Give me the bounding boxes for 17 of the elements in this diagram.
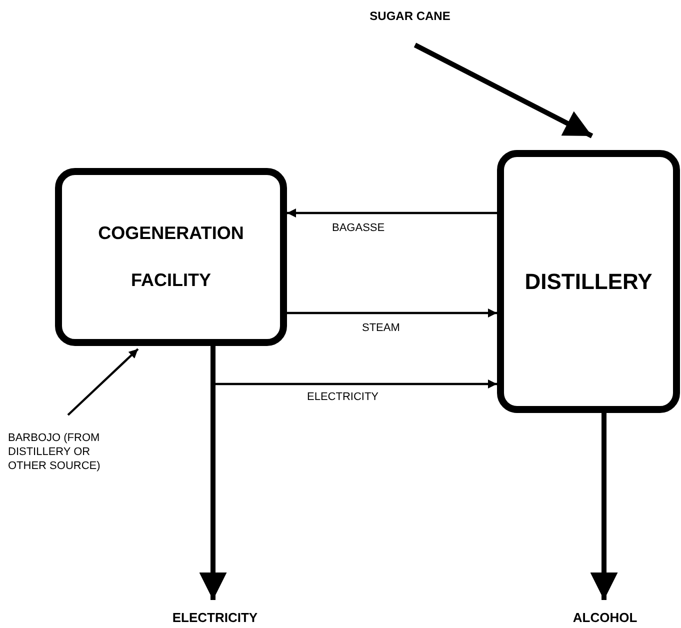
process-box [497, 150, 680, 413]
process-box [55, 168, 287, 346]
edge-label: ELECTRICITY [305, 391, 381, 403]
box-label: DISTILLERY [524, 268, 652, 294]
arrow [590, 413, 618, 600]
arrow [67, 348, 139, 416]
output-label: ALCOHOL [572, 610, 638, 624]
edge-label: STEAM [360, 322, 402, 334]
edge-label: BAGASSE [330, 222, 387, 234]
arrow [414, 42, 594, 138]
box-label: COGENERATION FACILITY [97, 222, 245, 292]
arrow [287, 208, 497, 218]
output-label: ELECTRICITY [172, 610, 258, 624]
input-label: BARBOJO (FROM DISTILLERY OR OTHER SOURCE) [8, 430, 102, 474]
arrow [287, 308, 497, 318]
arrow [199, 346, 227, 600]
input-label: SUGAR CANE [370, 9, 450, 23]
